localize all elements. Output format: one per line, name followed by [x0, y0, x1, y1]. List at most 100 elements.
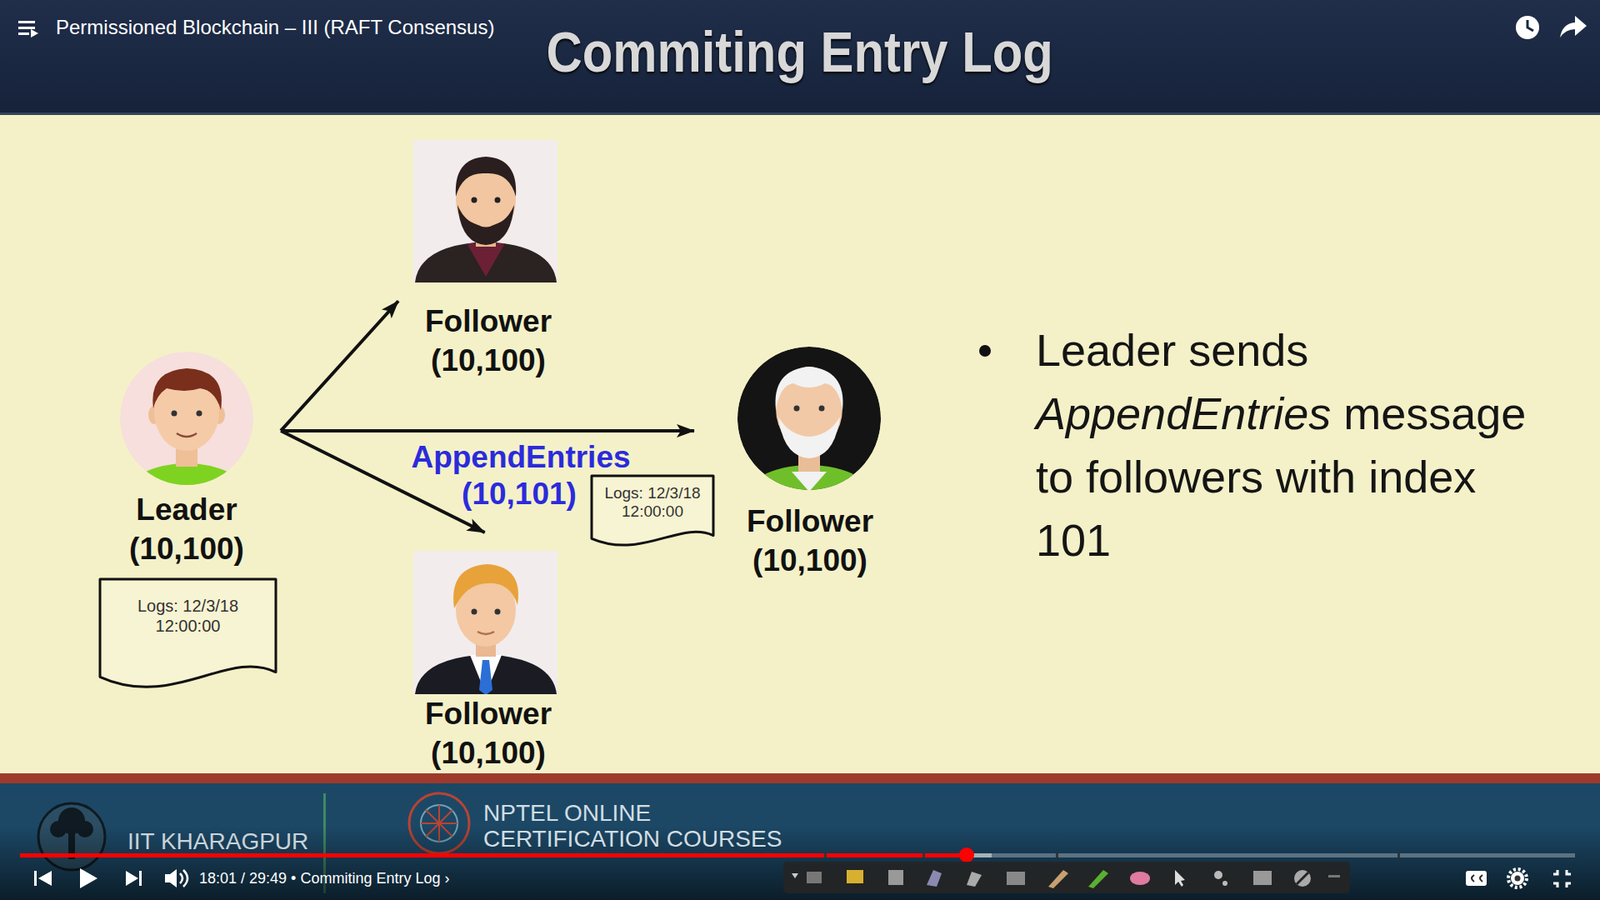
progress-bar [1397, 853, 1400, 858]
annotation-toolbar [1253, 870, 1272, 885]
follower-avatar [737, 346, 881, 542]
follower-avatar [819, 405, 825, 412]
leader-avatar [196, 410, 203, 417]
follower-avatar [775, 366, 844, 410]
term-index-label: (10,100) [430, 340, 546, 380]
annotation-toolbar [791, 873, 799, 879]
message-arrow [280, 429, 695, 433]
follower-avatar [495, 609, 501, 615]
leader-avatar [120, 351, 254, 530]
video-title: Permissioned Blockchain – III (RAFT Cons… [55, 15, 495, 40]
role-label: Follower [746, 501, 874, 541]
leader-avatar [152, 368, 222, 410]
annotation-toolbar [926, 870, 942, 887]
player-controls [183, 870, 188, 887]
watch-later-icon [1527, 20, 1534, 31]
watch-later-icon [1515, 15, 1540, 40]
playlist-icon [30, 29, 39, 38]
course-banner: NPTEL ONLINE CERTIFICATION COURSES [483, 800, 809, 852]
progress-bar [959, 847, 975, 863]
document-shape [98, 577, 278, 696]
text-run: AppendEntries [1035, 388, 1331, 439]
player-controls [125, 870, 139, 886]
watch-later-icon [1515, 15, 1540, 40]
follower-avatar [415, 241, 557, 283]
participant-node: Leader(10,100) [92, 350, 281, 569]
player-right-controls [1465, 870, 1487, 886]
follower-avatar [455, 156, 516, 197]
bullet-dot [979, 345, 991, 357]
share-icon [1560, 15, 1587, 38]
slide-title: Commiting Entry Log [546, 18, 1054, 85]
follower-avatar [457, 205, 515, 245]
player-controls [38, 870, 52, 886]
follower-avatar [413, 550, 558, 695]
message-label: AppendEntries (10,101) [409, 440, 630, 511]
annotation-toolbar [1006, 871, 1025, 885]
term-index-label: (10,100) [752, 540, 868, 580]
follower-avatar [415, 654, 557, 695]
follower-avatar [470, 655, 502, 695]
follower-avatar [479, 660, 493, 695]
annotation-toolbar [1088, 870, 1109, 889]
annotation-toolbar [1214, 870, 1223, 880]
follower-avatar [791, 471, 827, 492]
bullet-text: Leader sends AppendEntries message to fo… [1035, 318, 1545, 572]
slide-footer-band [0, 773, 1600, 784]
label-holder: Leader sends AppendEntries message to fo… [1035, 318, 1545, 572]
player-right-controls [1471, 875, 1483, 882]
playlist-icon [18, 20, 39, 38]
playlist-icon [18, 20, 35, 24]
player-right-controls [1510, 871, 1525, 885]
player-right-controls [1553, 870, 1571, 888]
annotation-toolbar [1222, 880, 1228, 886]
label-holder: IIT KHARAGPUR [127, 828, 309, 855]
annotation-toolbar [783, 861, 1350, 894]
participant-node: Follower(10,100) [694, 341, 926, 580]
annotation-toolbar [1130, 871, 1150, 885]
player-controls [180, 873, 183, 884]
log-document: Logs: 12/3/18 12:00:00 [98, 577, 278, 696]
playlist-icon [18, 26, 35, 30]
player-controls [80, 868, 98, 889]
label-holder: Permissioned Blockchain – III (RAFT Cons… [55, 15, 495, 40]
label-holder: NPTEL ONLINE CERTIFICATION COURSES [483, 800, 809, 852]
slide-footer-band [0, 773, 1600, 900]
text-run: Leader sends [1035, 325, 1309, 375]
follower-avatar [740, 465, 878, 542]
annotation-toolbar [806, 871, 822, 884]
term-index-label: (10,100) [129, 529, 245, 569]
follower-avatar [778, 416, 840, 459]
label-holder: 18:01 / 29:49 • Commiting Entry Log › [199, 869, 450, 888]
annotation-toolbar [846, 870, 864, 884]
annotation-toolbar [1175, 870, 1185, 887]
top-bar [0, 0, 1600, 115]
follower-avatar [471, 197, 478, 204]
player-time: 18:01 / 29:49 • Commiting Entry Log › [199, 869, 450, 888]
follower-avatar [794, 405, 800, 412]
role-label: Leader [135, 490, 237, 530]
role-label: Follower [425, 694, 552, 734]
player-right-controls [1515, 875, 1521, 882]
follower-avatar [495, 197, 501, 204]
annotation-toolbar [1294, 870, 1311, 887]
player-controls [34, 868, 188, 889]
log-document: Logs: 12/3/18 12:00:00 [590, 474, 715, 551]
share-icon [1560, 15, 1587, 38]
annotation-toolbar [966, 871, 982, 887]
player-controls [139, 870, 142, 886]
participant-node: Follower(10,100) [398, 133, 579, 380]
participant-node: Follower(10,100) [398, 532, 579, 773]
leader-avatar [176, 433, 197, 437]
annotation-toolbar [888, 870, 904, 885]
playlist-icon [18, 32, 30, 35]
term-index-label: (10,100) [430, 733, 546, 773]
follower-avatar [737, 346, 881, 490]
follower-avatar [471, 609, 478, 615]
bullet-dot [979, 345, 991, 357]
follower-avatar [453, 564, 519, 609]
follower-avatar [466, 243, 505, 277]
annotation-toolbar [1328, 875, 1340, 878]
progress-bar [1055, 853, 1059, 858]
